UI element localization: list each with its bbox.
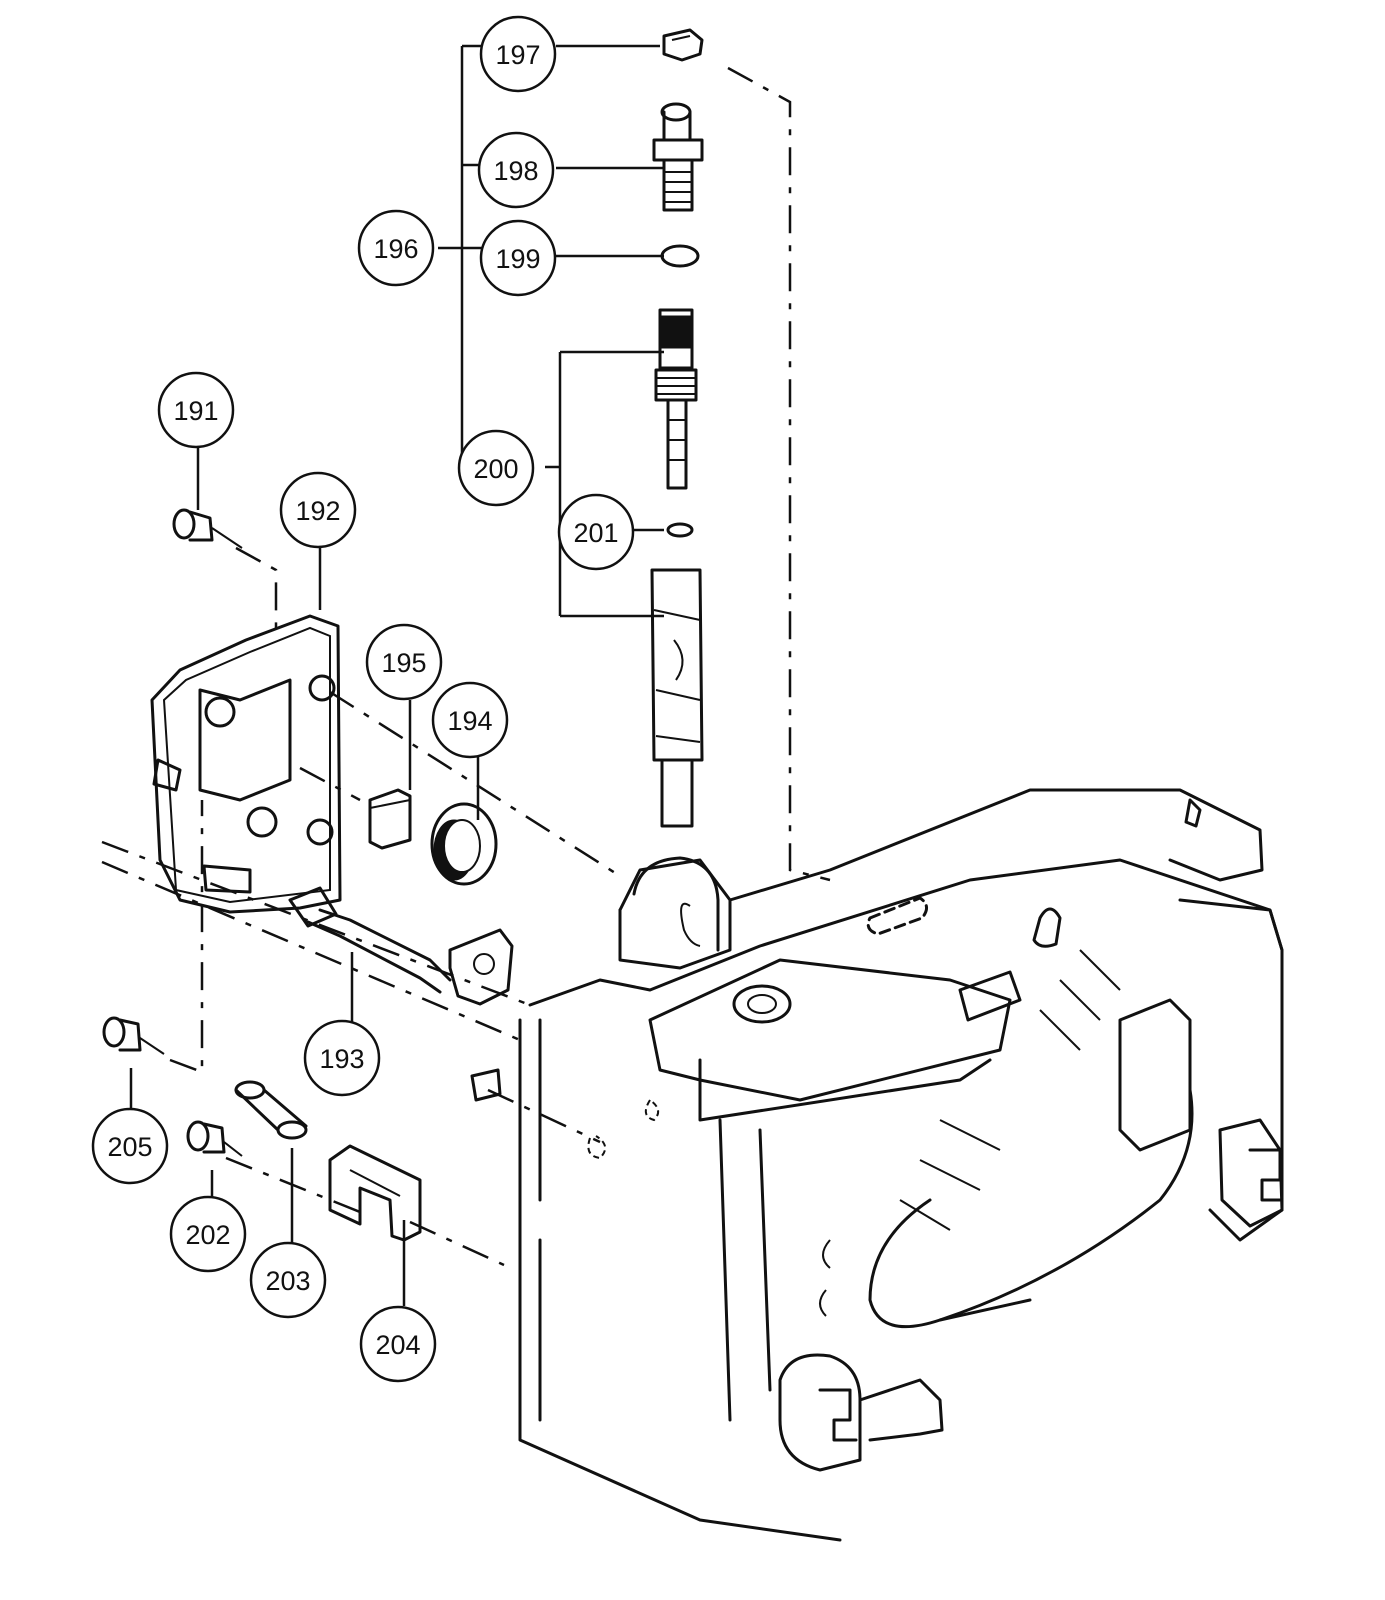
callout-196: 196 [357,209,435,287]
callout-circle-198 [477,131,555,209]
callout-circle-200 [457,429,535,507]
callout-191: 191 [157,371,235,449]
crankcase [470,788,1284,1542]
callout-circle-202 [169,1195,247,1273]
callout-circle-192 [279,471,357,549]
part-201-o-ring [666,522,694,538]
callout-number-201: 201 [573,518,618,548]
callout-204: 204 [359,1305,437,1383]
callout-205: 205 [91,1107,169,1185]
assembly-lines [101,66,831,1267]
part-202-bolt [186,1120,243,1157]
callout-circle-201 [557,493,635,571]
callout-number-200: 200 [473,454,518,484]
callout-number-191: 191 [173,396,218,426]
callout-194: 194 [431,681,509,759]
callout-number-205: 205 [107,1132,152,1162]
part-193-oil-line [288,886,514,1006]
callout-number-195: 195 [381,648,426,678]
callout-number-204: 204 [375,1330,420,1360]
callout-number-194: 194 [447,706,492,736]
callout-circle-193 [303,1019,381,1097]
callout-202: 202 [169,1195,247,1273]
callout-193: 193 [303,1019,381,1097]
callout-number-197: 197 [495,40,540,70]
callout-circle-204 [359,1305,437,1383]
part-205-bolt [102,1016,165,1055]
callout-199: 199 [479,219,557,297]
callout-195: 195 [365,623,443,701]
callout-number-192: 192 [295,496,340,526]
callout-number-196: 196 [373,234,418,264]
part-192-cover [150,614,342,914]
leader-lines [129,44,664,1306]
callout-number-202: 202 [185,1220,230,1250]
part-194-seal [430,802,498,886]
part-199-o-ring [660,244,700,268]
part-195-block [368,788,412,850]
callout-197: 197 [479,15,557,93]
callout-circle-205 [91,1107,169,1185]
callout-labels: 191 192 193 194 195 196 197 198 199 200 201 202 203 2… [91,15,635,1383]
part-198-screw [652,102,704,212]
callout-circle-203 [249,1241,327,1319]
part-203-spacer [234,1080,308,1140]
callout-203: 203 [249,1241,327,1319]
callout-circle-194 [431,681,509,759]
callout-circle-196 [357,209,435,287]
callout-200: 200 [457,429,535,507]
callout-number-203: 203 [265,1266,310,1296]
callout-number-199: 199 [495,244,540,274]
part-191-bolt [172,508,243,549]
part-200-plunger-upper [654,308,698,490]
callout-192: 192 [279,471,357,549]
callout-circle-195 [365,623,443,701]
callout-number-198: 198 [493,156,538,186]
part-200-plunger-sleeve [650,568,704,828]
callout-198: 198 [477,131,555,209]
callout-circle-191 [157,371,235,449]
part-204-bracket [328,1144,422,1242]
callout-circle-199 [479,219,557,297]
callout-201: 201 [557,493,635,571]
callout-circle-197 [479,15,557,93]
part-197-nut [662,28,704,62]
callout-number-193: 193 [319,1044,364,1074]
